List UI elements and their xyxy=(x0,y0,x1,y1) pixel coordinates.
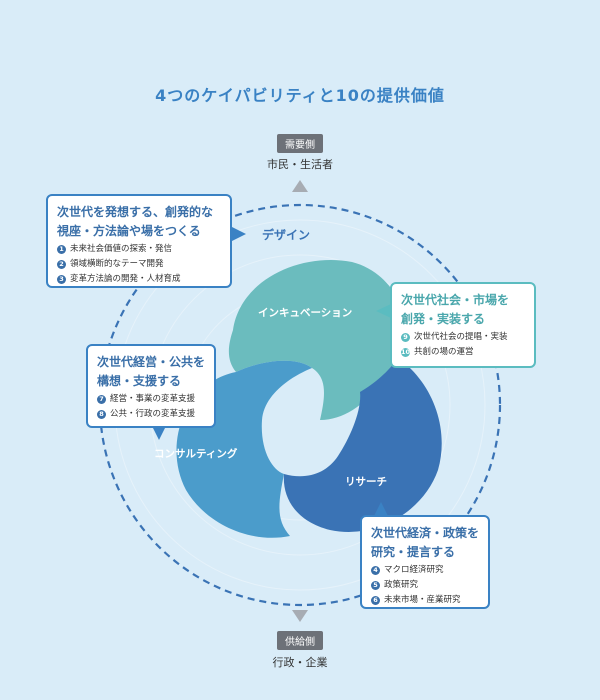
incubation-callout-tail xyxy=(376,304,391,318)
page-title: 4つのケイパビリティと10の提供価値 xyxy=(155,86,445,105)
number-badge: 8 xyxy=(97,409,106,419)
research-label: リサーチ xyxy=(345,476,387,488)
design-label: デザイン xyxy=(262,228,311,242)
research-callout-title-1: 次世代経済・政策を xyxy=(371,526,480,540)
consulting-callout-title-2: 構想・支援する xyxy=(97,374,182,388)
consulting-callout: 次世代経営・公共を 構想・支援する 7 経営・事業の変革支援 8 公共・行政の変革支… xyxy=(86,344,216,428)
consulting-callout-title-1: 次世代経営・公共を xyxy=(97,355,206,369)
number-badge: 10 xyxy=(401,347,411,357)
number-badge: 5 xyxy=(371,580,380,590)
list-item-text: 変革方法論の開発・人材育成 xyxy=(70,274,181,284)
list-item-text: 政策研究 xyxy=(384,580,419,590)
number-badge: 9 xyxy=(401,332,410,342)
incubation-label: インキュベーション xyxy=(258,307,353,319)
number-badge: 1 xyxy=(57,244,66,254)
research-callout-tail xyxy=(374,502,388,516)
list-item-text: 領域横断的なテーマ開発 xyxy=(70,259,164,269)
list-item-text: 共創の場の運営 xyxy=(414,347,474,357)
research-callout: 次世代経済・政策を 研究・提言する 4 マクロ経済研究 5 政策研究 6 未来市場・産… xyxy=(360,515,490,609)
incubation-callout-title-2: 創発・実装する xyxy=(401,312,486,326)
number-badge: 7 xyxy=(97,394,106,404)
incubation-callout-title-1: 次世代社会・市場を xyxy=(401,293,510,307)
demand-side-label: 市民・生活者 xyxy=(267,158,333,171)
number-badge: 6 xyxy=(371,595,380,605)
list-item: 3 変革方法論の開発・人材育成 xyxy=(57,272,222,286)
supply-side-label: 行政・企業 xyxy=(272,656,328,669)
list-item-text: 公共・行政の変革支援 xyxy=(110,409,196,419)
research-segment xyxy=(283,358,442,532)
consulting-label: コンサルティング xyxy=(154,448,238,460)
list-item: 9 次世代社会の提唱・実装 xyxy=(401,330,526,344)
list-item: 4 マクロ経済研究 xyxy=(371,563,480,577)
list-item-text: マクロ経済研究 xyxy=(384,565,444,575)
list-item-text: 次世代社会の提唱・実装 xyxy=(414,332,508,342)
list-item: 8 公共・行政の変革支援 xyxy=(97,407,206,421)
list-item: 6 未来市場・産業研究 xyxy=(371,593,480,607)
research-callout-title-2: 研究・提言する xyxy=(371,545,456,559)
list-item-text: 未来社会価値の探索・発信 xyxy=(70,244,173,254)
list-item-text: 経営・事業の変革支援 xyxy=(110,394,196,404)
incubation-segment xyxy=(228,259,405,420)
number-badge: 4 xyxy=(371,565,380,575)
list-item-text: 未来市場・産業研究 xyxy=(384,595,461,605)
list-item: 7 経営・事業の変革支援 xyxy=(97,392,206,406)
design-callout-title-2: 視座・方法論や場をつくる xyxy=(57,224,201,238)
supply-side-tag: 供給側 xyxy=(277,631,323,650)
number-badge: 3 xyxy=(57,274,66,284)
list-item: 5 政策研究 xyxy=(371,578,480,592)
list-item: 1 未来社会価値の探索・発信 xyxy=(57,242,222,256)
list-item: 2 領域横断的なテーマ開発 xyxy=(57,257,222,271)
down-arrow-icon xyxy=(292,610,308,622)
up-arrow-icon xyxy=(292,180,308,192)
design-callout: 次世代を発想する、創発的な 視座・方法論や場をつくる 1 未来社会価値の探索・発信… xyxy=(46,194,232,288)
number-badge: 2 xyxy=(57,259,66,269)
design-callout-title-1: 次世代を発想する、創発的な xyxy=(57,205,214,219)
demand-side-tag: 需要側 xyxy=(277,134,323,153)
design-callout-tail xyxy=(230,226,246,242)
consulting-callout-tail xyxy=(152,426,166,440)
